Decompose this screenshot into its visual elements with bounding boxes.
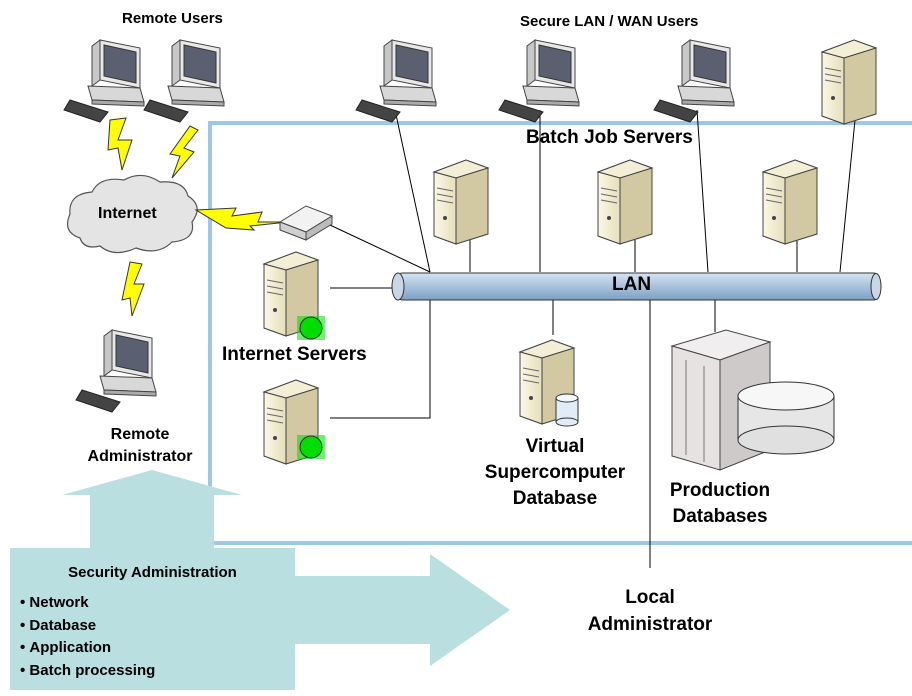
router-icon	[278, 205, 334, 241]
vsc-database-label: Virtual Supercomputer Database	[484, 436, 626, 509]
list-item: Batch processing	[20, 660, 155, 683]
status-indicator-icon	[297, 435, 325, 459]
batch-servers-label: Batch Job Servers	[526, 127, 693, 148]
status-indicator-icon	[297, 316, 325, 340]
remote-admin-label: Remote Administrator	[87, 426, 193, 465]
lightning-icon	[121, 261, 145, 317]
database-cylinder-icon	[737, 381, 835, 455]
lightning-icon	[194, 207, 289, 231]
lan-label: LAN	[612, 274, 652, 295]
server-tower-icon	[597, 159, 653, 245]
workstation-icon	[498, 39, 580, 123]
security-admin-list: Network Database Application Batch proce…	[20, 592, 155, 682]
lightning-icon	[107, 117, 133, 171]
remote-users-label: Remote Users	[122, 10, 223, 27]
flow-arrow	[62, 470, 510, 666]
workstation-icon	[653, 39, 735, 123]
lightning-icon	[169, 125, 199, 179]
list-item: Application	[20, 637, 155, 660]
local-admin-label: Local Administrator	[587, 587, 713, 635]
lan-bus	[391, 272, 882, 301]
security-admin-title: Security Administration	[68, 564, 237, 581]
list-item: Network	[20, 592, 155, 615]
workstation-icon	[75, 329, 157, 413]
workstation-icon	[143, 39, 225, 123]
list-item: Database	[20, 615, 155, 638]
server-tower-icon	[762, 159, 818, 245]
database-cylinder-icon	[555, 393, 579, 427]
internet-servers-label: Internet Servers	[222, 344, 367, 365]
security-admin-box: Security Administration Network Database…	[10, 548, 295, 690]
server-tower-icon	[821, 39, 877, 125]
workstation-icon	[63, 39, 145, 123]
internet-cloud-icon	[67, 174, 198, 254]
secure-users-label: Secure LAN / WAN Users	[520, 13, 699, 30]
workstation-icon	[355, 39, 437, 123]
internet-label: Internet	[98, 205, 157, 222]
server-tower-icon	[433, 159, 489, 245]
production-databases-label: Production Databases	[669, 480, 771, 527]
